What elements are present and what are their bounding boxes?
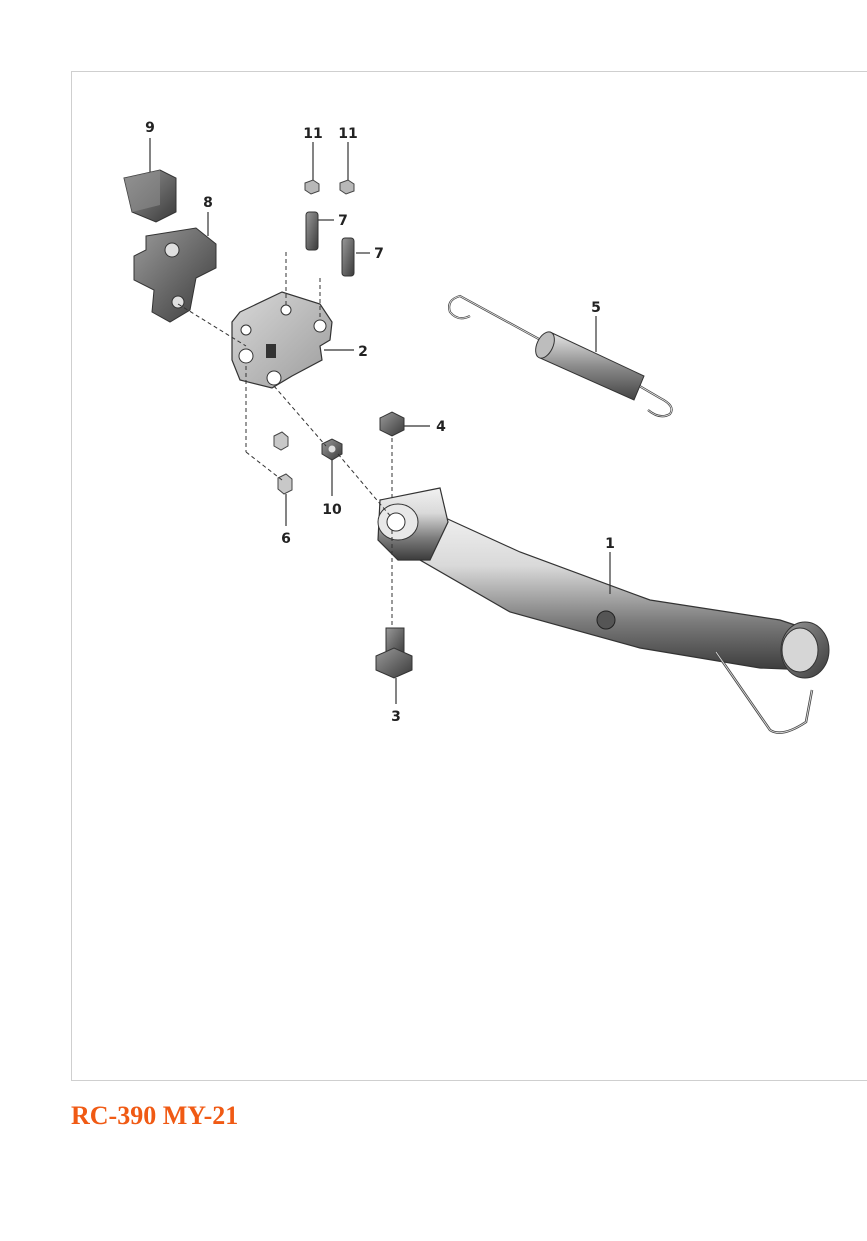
part-7-spacer-left xyxy=(305,211,319,251)
part-8-mounting-block xyxy=(133,227,217,323)
callout-7-upper: 7 xyxy=(338,213,348,229)
callout-1: 1 xyxy=(605,536,615,552)
part-10-hex-nut xyxy=(321,438,343,461)
callout-7-lower: 7 xyxy=(374,246,384,262)
callout-9: 9 xyxy=(145,120,155,136)
part-4-bolt xyxy=(379,411,405,437)
callout-6: 6 xyxy=(281,531,291,547)
callout-11-left: 11 xyxy=(303,126,322,142)
callouts: 9 8 11 11 7 7 2 5 4 10 6 1 3 xyxy=(145,120,615,725)
callout-10: 10 xyxy=(322,502,342,518)
part-9-cover-bracket xyxy=(123,169,177,223)
callout-5: 5 xyxy=(591,300,601,316)
part-11-nut-right xyxy=(339,179,355,195)
leader-lines xyxy=(149,138,611,704)
part-1-side-stand xyxy=(377,487,830,734)
part-6-screw-upper xyxy=(273,431,289,451)
callout-8: 8 xyxy=(203,195,213,211)
part-7-spacer-right xyxy=(341,237,355,277)
diagram-frame xyxy=(71,71,867,1081)
assembly-lines xyxy=(177,252,393,628)
part-6-screw-lower xyxy=(277,473,293,495)
callout-3: 3 xyxy=(391,709,401,725)
callout-11-right: 11 xyxy=(338,126,357,142)
part-3-pivot-bolt xyxy=(375,627,413,679)
model-caption: RC-390 MY-21 xyxy=(71,1101,239,1130)
callout-4: 4 xyxy=(436,419,446,435)
part-11-nut-left xyxy=(304,179,320,195)
part-2-bracket-plate xyxy=(231,291,333,389)
callout-2: 2 xyxy=(358,344,368,360)
part-5-spring xyxy=(448,294,673,418)
